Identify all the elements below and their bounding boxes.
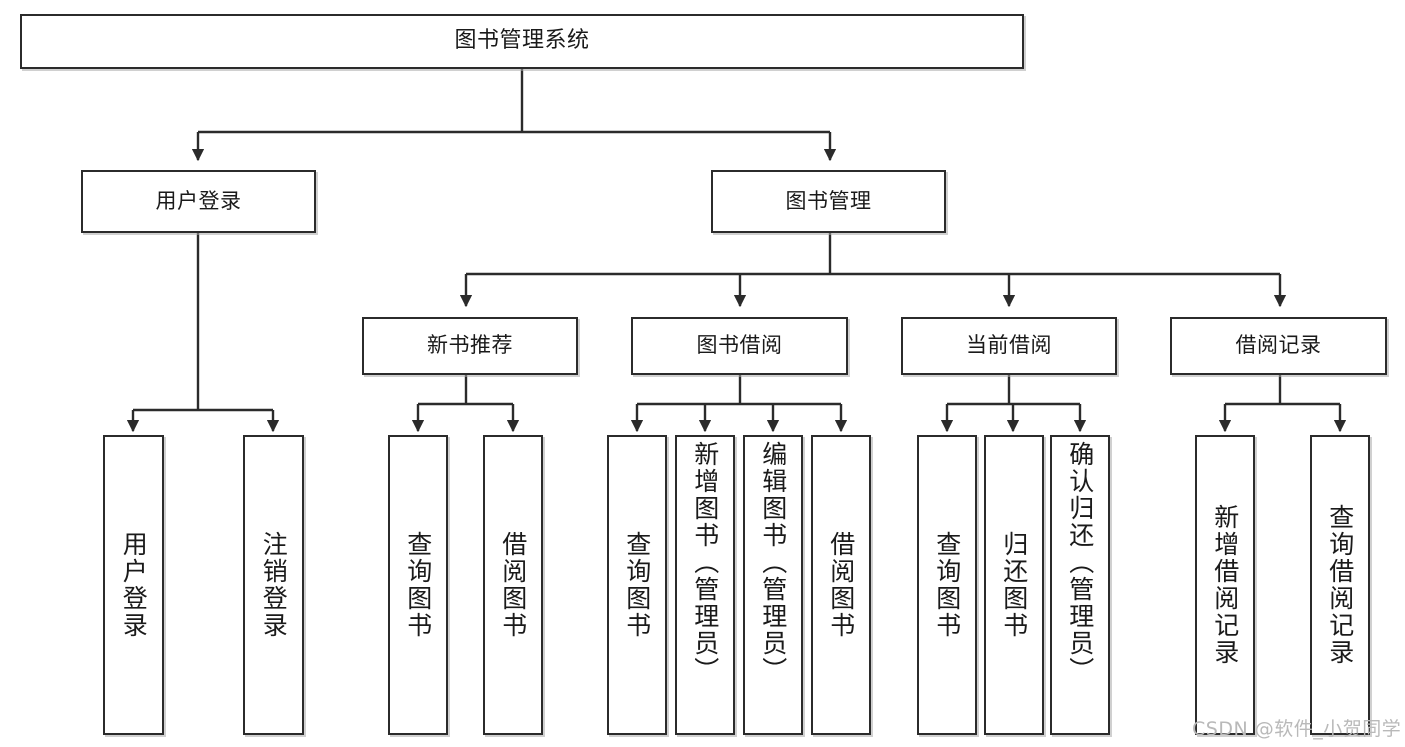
node-label: 用户登录 — [119, 531, 149, 639]
node-label: 注销登录 — [259, 531, 289, 639]
leaf-current-borrow-return-book[interactable]: 归还图书 — [984, 435, 1044, 735]
node-label: 图书管理 — [785, 188, 872, 213]
leaf-current-borrow-confirm-return-admin[interactable]: 确认归还（管理员） — [1050, 435, 1110, 735]
leaf-book-borrow-query-book[interactable]: 查询图书 — [607, 435, 667, 735]
leaf-new-book-borrow-book[interactable]: 借阅图书 — [483, 435, 543, 735]
leaf-user-login-login[interactable]: 用户登录 — [103, 435, 164, 735]
leaf-new-book-query-book[interactable]: 查询图书 — [388, 435, 448, 735]
node-new-book-recommend[interactable]: 新书推荐 — [362, 317, 578, 375]
watermark-credit: CSDN @软件_小贺同学 — [1192, 718, 1402, 740]
node-label: 查询借阅记录 — [1325, 504, 1355, 666]
leaf-current-borrow-query-book[interactable]: 查询图书 — [917, 435, 977, 735]
node-label: 新书推荐 — [427, 333, 513, 358]
node-label: 归还图书 — [999, 531, 1029, 639]
leaf-borrow-record-add-record[interactable]: 新增借阅记录 — [1195, 435, 1255, 735]
leaf-book-borrow-borrow-book[interactable]: 借阅图书 — [811, 435, 871, 735]
node-label: 新增借阅记录 — [1210, 504, 1240, 666]
node-book-borrow[interactable]: 图书借阅 — [631, 317, 848, 375]
node-label: 当前借阅 — [966, 333, 1052, 358]
node-label: 编辑图书（管理员） — [758, 441, 788, 684]
node-label: 查询图书 — [622, 531, 652, 639]
node-root-book-management-system[interactable]: 图书管理系统 — [20, 14, 1024, 69]
node-current-borrow[interactable]: 当前借阅 — [901, 317, 1117, 375]
leaf-book-borrow-add-book-admin[interactable]: 新增图书（管理员） — [675, 435, 735, 735]
leaf-book-borrow-edit-book-admin[interactable]: 编辑图书（管理员） — [743, 435, 803, 735]
leaf-user-login-logout[interactable]: 注销登录 — [243, 435, 304, 735]
node-label: 查询图书 — [403, 531, 433, 639]
node-label: 图书借阅 — [696, 333, 783, 358]
node-label: 用户登录 — [155, 188, 242, 213]
node-user-login[interactable]: 用户登录 — [81, 170, 316, 233]
node-label: 图书管理系统 — [454, 28, 590, 54]
node-borrow-record[interactable]: 借阅记录 — [1170, 317, 1387, 375]
node-label: 新增图书（管理员） — [690, 441, 720, 684]
leaf-borrow-record-query-record[interactable]: 查询借阅记录 — [1310, 435, 1370, 735]
node-label: 借阅图书 — [826, 531, 856, 639]
node-label: 确认归还（管理员） — [1065, 441, 1095, 684]
node-label: 借阅图书 — [498, 531, 528, 639]
node-label: 借阅记录 — [1235, 333, 1322, 358]
node-book-management[interactable]: 图书管理 — [711, 170, 946, 233]
node-label: 查询图书 — [932, 531, 962, 639]
